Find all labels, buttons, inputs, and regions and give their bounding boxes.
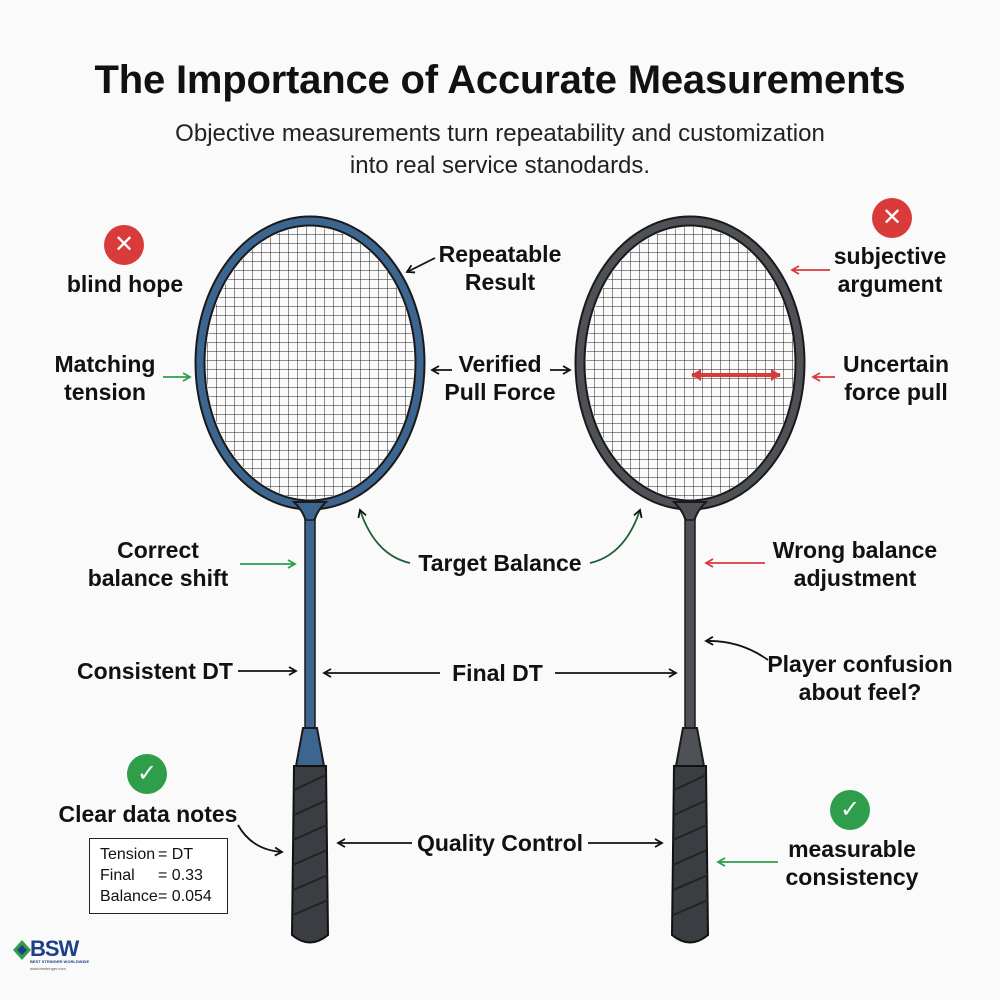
label-clear-data-notes: Clear data notes [58,801,238,827]
label-line: measurable [788,836,916,862]
label-line: Pull Force [444,379,556,405]
label-wrong-balance-adjustment: Wrong balance adjustment [760,536,950,592]
left-racket [194,215,426,944]
notes-key: Final [100,867,135,884]
left-racket-shaft [304,519,316,731]
right-racket [574,215,806,944]
label-matching-tension: Matching tension [50,350,160,406]
annotation-arrows [163,257,835,867]
bsw-logo-icon [13,940,31,960]
notes-key: Balance [100,888,158,905]
label-line: Result [464,269,536,295]
label-target-balance: Target Balance [418,550,582,576]
label-repeatable-result: Repeatable Result [430,240,570,296]
label-line: Repeatable [438,241,562,267]
page-title: The Importance of Accurate Measurements [94,58,906,102]
right-racket-shaft [684,519,696,731]
notes-key: Tension [100,846,156,863]
label-line: about feel? [798,679,922,705]
notes-row-tension: Tension = DT [100,844,227,865]
cross-icon: ✕ [872,198,912,238]
check-icon: ✓ [830,790,870,830]
label-player-confusion: Player confusion about feel? [762,650,958,706]
notes-value: = 0.33 [158,867,203,884]
page-subtitle: Objective measurements turn repeatabilit… [100,118,900,182]
label-correct-balance-shift: Correct balance shift [78,536,238,592]
left-racket-strings [206,227,414,499]
label-consistent-dt: Consistent DT [77,658,233,684]
label-quality-control: Quality Control [416,830,584,856]
label-uncertain-force-pull: Uncertain force pull [834,350,958,406]
label-line: Uncertain [842,351,950,377]
label-line: force pull [844,379,948,405]
label-verified-pull-force: Verified Pull Force [440,350,560,406]
data-notes-box: Tension = DT Final = 0.33 Balance = 0.05… [89,838,228,914]
label-line: Verified [458,351,542,377]
notes-value: = 0.054 [158,888,212,905]
label-subjective-argument: subjective argument [830,242,950,298]
left-racket-grip [290,765,330,944]
label-final-dt: Final DT [452,660,543,686]
logo-name: BSW [30,936,79,961]
label-measurable-consistency: measurable consistency [782,835,922,891]
right-racket-strings [586,227,794,499]
notes-row-final: Final = 0.33 [100,865,227,886]
notes-row-balance: Balance = 0.054 [100,886,227,907]
logo-url: www.bestringer.com [30,966,66,971]
label-blind-hope: blind hope [66,271,184,297]
notes-value: = DT [158,846,194,863]
label-line: Wrong balance [772,537,938,563]
cross-icon: ✕ [104,225,144,265]
label-line: Matching [54,351,156,377]
subtitle-line-2: into real service stanodards. [349,152,651,179]
label-line: argument [837,271,943,297]
label-line: subjective [833,243,947,269]
label-line: tension [64,379,146,405]
label-line: balance shift [87,565,229,591]
right-racket-grip [670,765,710,944]
subtitle-line-1: Objective measurements turn repeatabilit… [175,120,825,147]
label-line: Player confusion [767,651,953,677]
check-icon: ✓ [127,754,167,794]
label-line: Correct [117,537,199,563]
label-line: adjustment [793,565,917,591]
logo-tagline: BEST STRINGER WORLDWIDE [30,959,90,964]
label-line: consistency [785,864,919,890]
